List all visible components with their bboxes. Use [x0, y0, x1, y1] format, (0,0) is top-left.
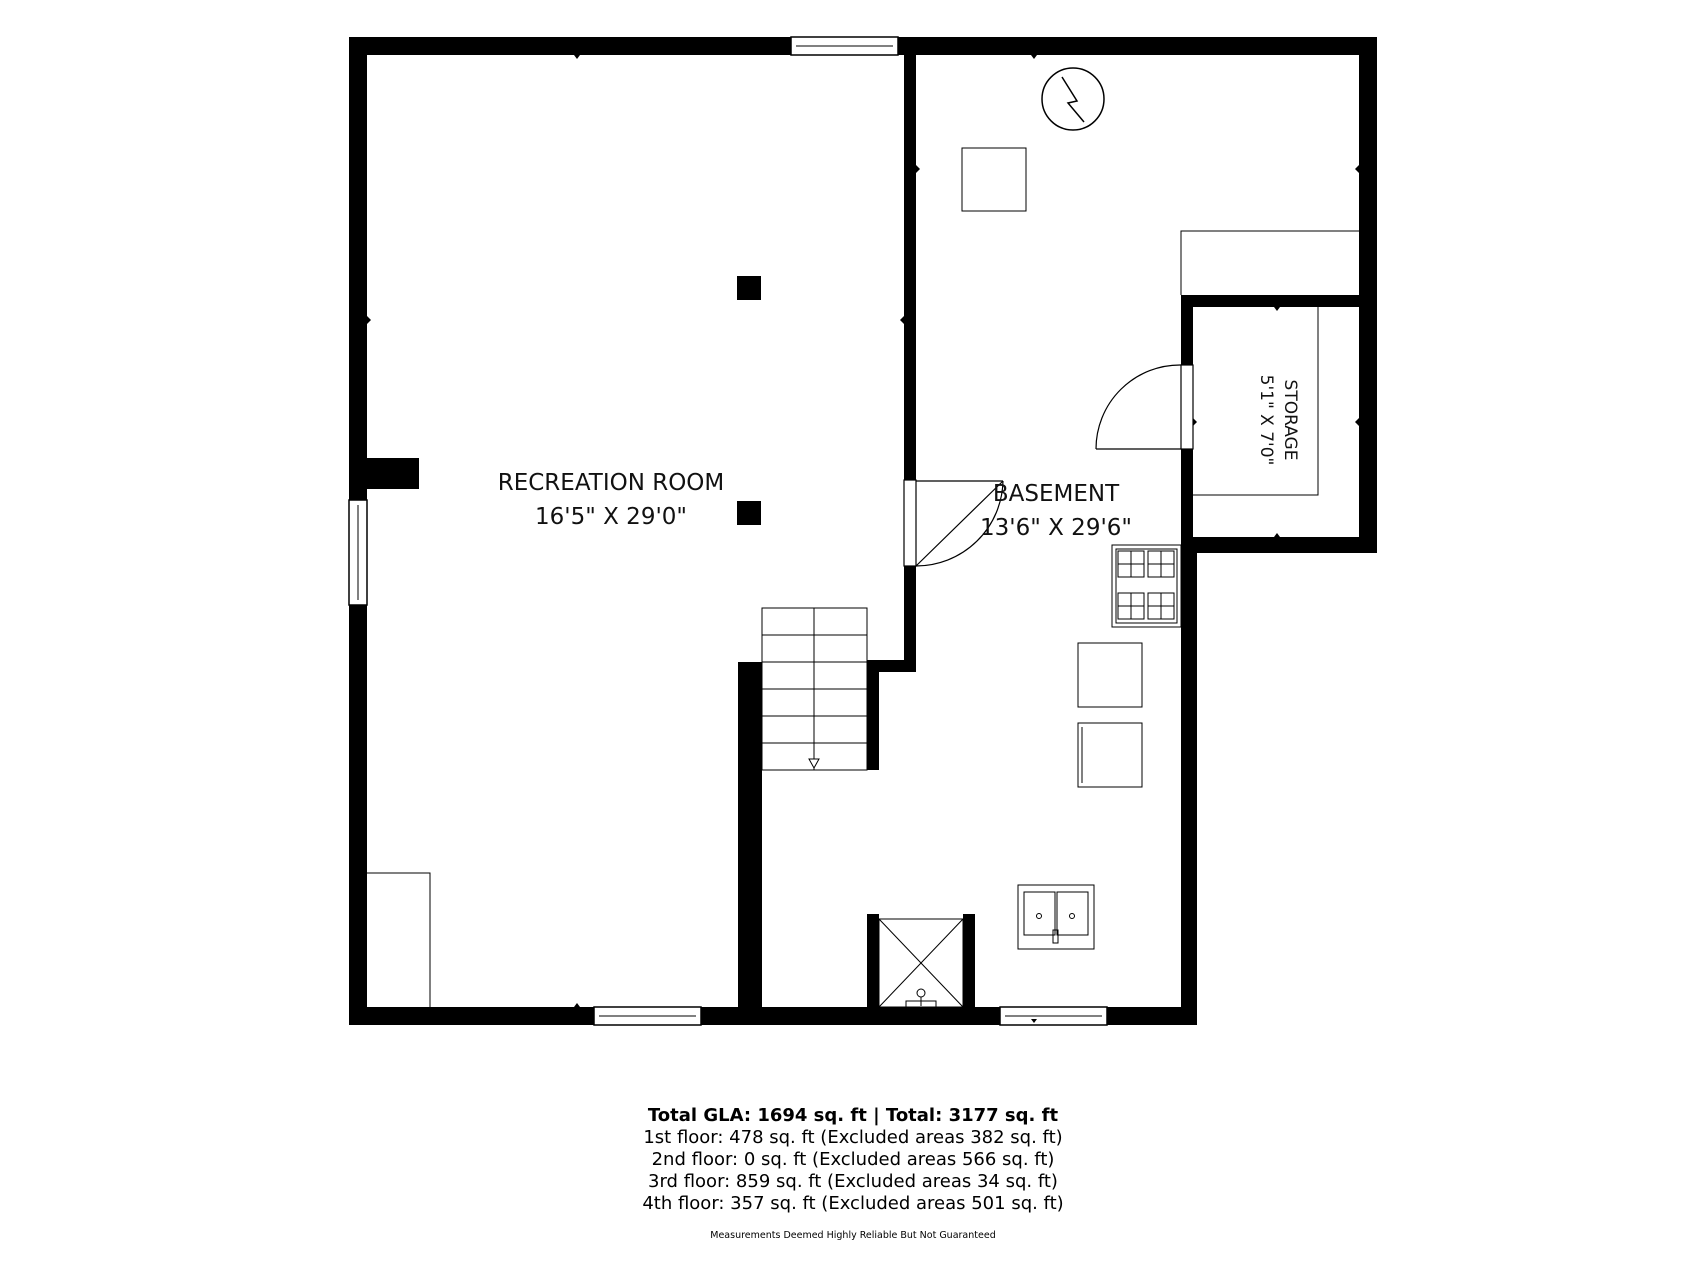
shower-icon — [878, 918, 964, 1008]
floor-area-3: 3rd floor: 859 sq. ft (Excluded areas 34… — [648, 1171, 1058, 1192]
dimension-markers — [367, 55, 1359, 1023]
windows — [348, 36, 1108, 1026]
window-top — [790, 36, 899, 56]
storage-label-group: STORAGE 5'1" X 7'0" — [1256, 375, 1300, 466]
floor-area-4: 4th floor: 357 sq. ft (Excluded areas 50… — [642, 1193, 1064, 1214]
room-name-basement: BASEMENT — [993, 481, 1120, 507]
total-area: Total GLA: 1694 sq. ft | Total: 3177 sq.… — [647, 1105, 1059, 1126]
wall-storage-bottom — [1181, 537, 1377, 553]
floor-area-1: 1st floor: 478 sq. ft (Excluded areas 38… — [643, 1127, 1063, 1148]
counter-top-right — [1180, 230, 1359, 295]
washer — [1077, 642, 1143, 708]
wall-basement-right — [1181, 537, 1197, 1025]
window-bottom-left — [593, 1006, 702, 1026]
fixtures — [367, 67, 1359, 1008]
wall-top-right — [904, 37, 1377, 55]
staircase — [761, 607, 868, 771]
wall-divider-lower — [738, 662, 762, 1025]
room-name-recreation: RECREATION ROOM — [498, 470, 725, 496]
disclaimer: Measurements Deemed Highly Reliable But … — [710, 1230, 996, 1241]
room-name-storage: STORAGE — [1280, 380, 1300, 461]
floor-area-2: 2nd floor: 0 sq. ft (Excluded areas 566 … — [651, 1149, 1055, 1170]
wall-stair-right — [867, 662, 879, 770]
support-column-1 — [737, 276, 761, 300]
window-bottom-right — [999, 1006, 1108, 1026]
walls — [349, 37, 1377, 1025]
wall-shower-right — [963, 914, 975, 1025]
room-size-storage: 5'1" X 7'0" — [1256, 375, 1276, 466]
stair-arrow-icon — [808, 758, 820, 770]
window-left — [348, 499, 368, 606]
storage-shelf — [1193, 307, 1319, 496]
wall-top-left — [349, 37, 911, 55]
room-size-recreation: 16'5" X 29'0" — [535, 504, 687, 530]
wall-storage-top — [1181, 295, 1377, 307]
door-recreation-basement — [903, 479, 1004, 567]
wall-divider-upper — [904, 37, 916, 670]
dryer — [1077, 722, 1143, 788]
water-heater-icon — [1041, 67, 1105, 131]
laundry-sink-icon — [1017, 884, 1095, 950]
doors — [903, 364, 1194, 567]
area-summary: Total GLA: 1694 sq. ft | Total: 3177 sq.… — [0, 1105, 1706, 1247]
stove-icon — [1111, 544, 1182, 628]
cabinet-recreation — [367, 872, 431, 1007]
furnace — [961, 147, 1027, 212]
wall-bump-out — [349, 458, 419, 489]
wall-shower-left — [867, 914, 879, 1025]
room-size-basement: 13'6" X 29'6" — [980, 515, 1132, 541]
door-storage — [1095, 364, 1194, 450]
wall-stair-top — [867, 660, 916, 672]
support-column-2 — [737, 501, 761, 525]
